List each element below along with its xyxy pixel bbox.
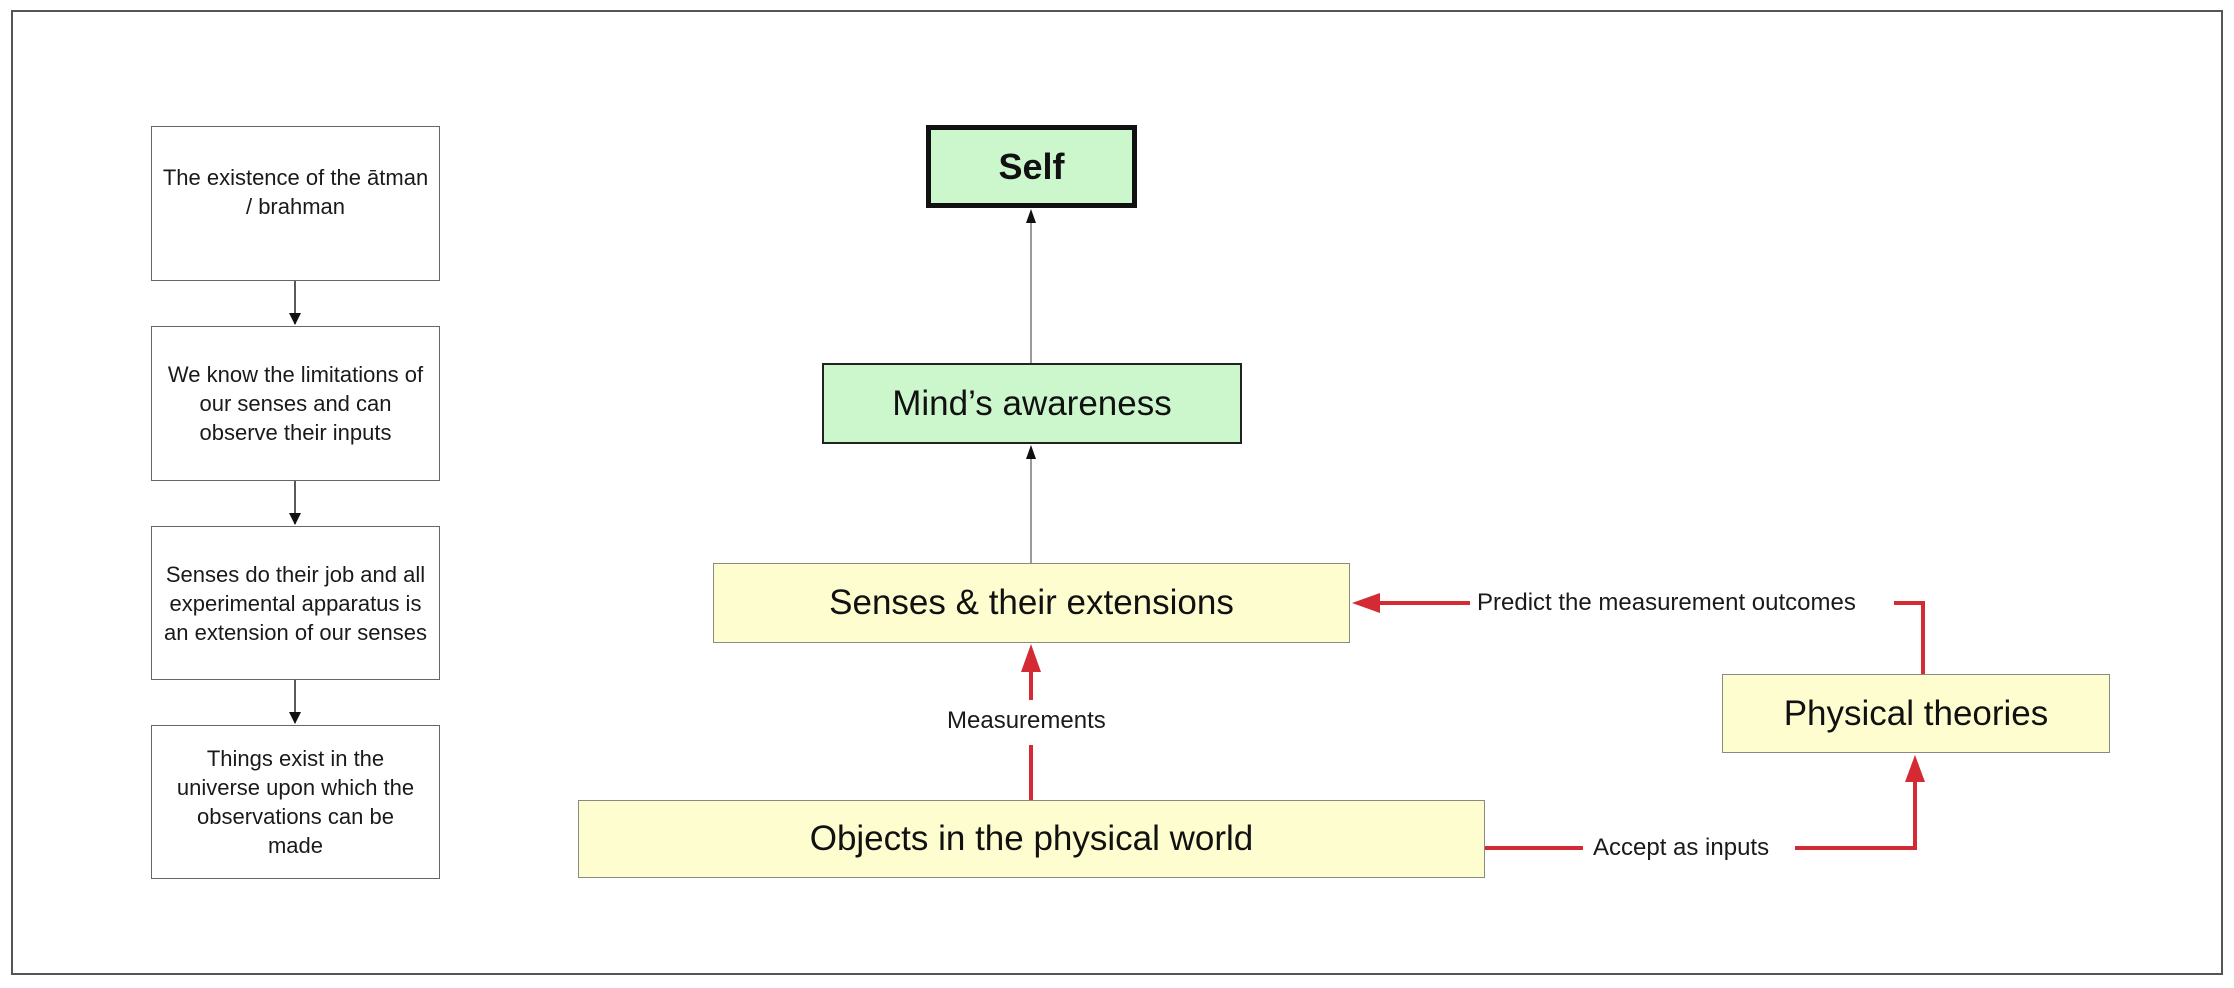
node-self: Self xyxy=(926,125,1137,208)
node-self-label: Self xyxy=(998,145,1065,187)
awareness-arrows xyxy=(1026,209,1036,563)
node-minds-awareness-label: Mind’s awareness xyxy=(892,383,1172,423)
node-senses: Senses & their extensions xyxy=(713,563,1350,643)
node-objects-label: Objects in the physical world xyxy=(809,819,1254,858)
node-physical-theories-label: Physical theories xyxy=(1783,693,2049,733)
node-physical-theories: Physical theories xyxy=(1722,674,2110,753)
left-chain-arrows xyxy=(289,280,301,724)
node-senses-label: Senses & their extensions xyxy=(829,583,1234,622)
node-minds-awareness: Mind’s awareness xyxy=(822,363,1242,444)
left-box-limitations: We know the limitations of our senses an… xyxy=(151,326,440,481)
red-arrows xyxy=(1021,593,1925,850)
arrow-accept-right xyxy=(1795,778,1917,850)
node-objects: Objects in the physical world xyxy=(578,800,1485,878)
left-box-senses-job-text: Senses do their job and all experimental… xyxy=(164,561,427,645)
left-box-senses-job: Senses do their job and all experimental… xyxy=(151,526,440,680)
left-box-atman: The existence of the ātman / brahman xyxy=(151,126,440,281)
arrow-predict-right xyxy=(1894,601,1925,674)
left-box-things-exist-text: Things exist in the universe upon which … xyxy=(176,746,415,858)
left-box-things-exist: Things exist in the universe upon which … xyxy=(151,725,440,879)
edge-label-accept: Accept as inputs xyxy=(1593,834,1770,862)
edge-label-measurements: Measurements xyxy=(947,707,1106,735)
edge-label-predict: Predict the measurement outcomes xyxy=(1477,589,1856,617)
left-box-atman-text: The existence of the ātman / brahman xyxy=(162,164,429,219)
left-box-limitations-text: We know the limitations of our senses an… xyxy=(167,362,424,445)
